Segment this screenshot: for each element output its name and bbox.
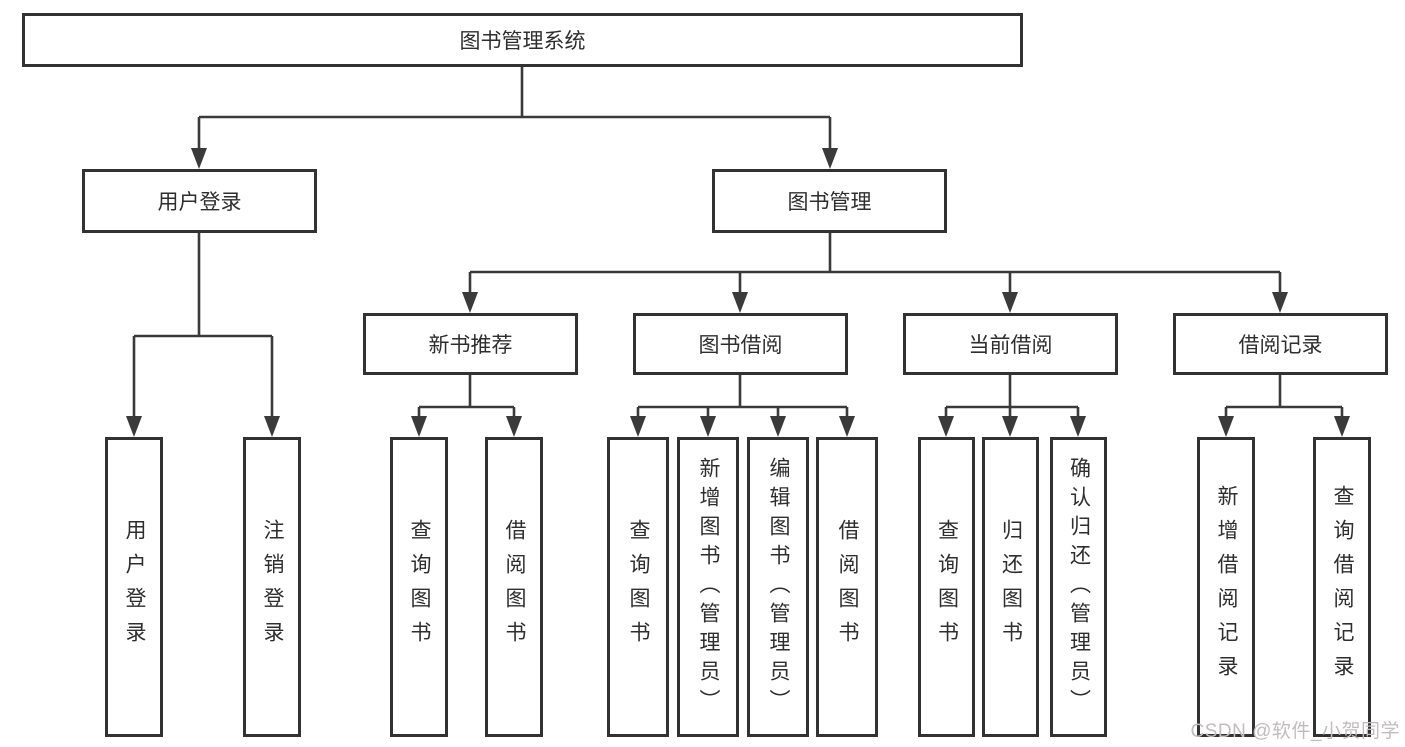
leaf-add-borrow-record: 新增借阅记录: [1197, 437, 1255, 737]
csdn-watermark: CSDN @软件_小贺同学: [1190, 721, 1400, 742]
leaf-recommend-query-books-label: 查询图书: [408, 519, 432, 655]
leaf-borrow-books: 借阅图书: [816, 437, 878, 737]
leaf-confirm-return-admin: 确认归还（管理员）: [1050, 437, 1107, 737]
leaf-return-books: 归还图书: [982, 437, 1039, 737]
node-user-login-label: 用户登录: [157, 191, 242, 214]
node-book-borrowing: 图书借阅: [633, 313, 848, 375]
leaf-borrow-query-books-label: 查询图书: [627, 519, 651, 655]
leaf-confirm-return-admin-label: 确认归还（管理员）: [1067, 456, 1091, 718]
node-new-book-recommend: 新书推荐: [363, 313, 578, 375]
node-borrowing-records-label: 借阅记录: [1238, 334, 1323, 357]
leaf-current-query-books: 查询图书: [918, 437, 975, 737]
node-current-borrowing-label: 当前借阅: [968, 334, 1053, 357]
leaf-logout: 注销登录: [243, 437, 301, 737]
leaf-edit-books-admin-label: 编辑图书（管理员）: [767, 456, 791, 718]
node-new-book-recommend-label: 新书推荐: [428, 334, 513, 357]
node-current-borrowing: 当前借阅: [903, 313, 1118, 375]
leaf-recommend-borrow-books: 借阅图书: [485, 437, 543, 737]
leaf-add-borrow-record-label: 新增借阅记录: [1215, 485, 1239, 689]
leaf-current-query-books-label: 查询图书: [935, 519, 959, 655]
leaf-query-borrow-record-label: 查询借阅记录: [1331, 485, 1355, 689]
leaf-user-login-label: 用户登录: [123, 519, 147, 655]
leaf-add-books-admin-label: 新增图书（管理员）: [697, 456, 721, 718]
leaf-return-books-label: 归还图书: [999, 519, 1023, 655]
node-root-label: 图书管理系统: [459, 30, 586, 53]
node-book-management-label: 图书管理: [787, 191, 872, 214]
leaf-logout-label: 注销登录: [261, 519, 285, 655]
leaf-add-books-admin: 新增图书（管理员）: [677, 437, 739, 737]
node-root: 图书管理系统: [22, 13, 1023, 67]
node-user-login: 用户登录: [82, 169, 317, 233]
node-book-management: 图书管理: [712, 169, 947, 233]
node-borrowing-records: 借阅记录: [1173, 313, 1388, 375]
leaf-query-borrow-record: 查询借阅记录: [1313, 437, 1371, 737]
node-book-borrowing-label: 图书借阅: [698, 334, 783, 357]
leaf-borrow-query-books: 查询图书: [607, 437, 669, 737]
leaf-user-login: 用户登录: [105, 437, 163, 737]
leaf-recommend-borrow-books-label: 借阅图书: [503, 519, 527, 655]
leaf-recommend-query-books: 查询图书: [390, 437, 448, 737]
leaf-edit-books-admin: 编辑图书（管理员）: [747, 437, 809, 737]
leaf-borrow-books-label: 借阅图书: [836, 519, 860, 655]
